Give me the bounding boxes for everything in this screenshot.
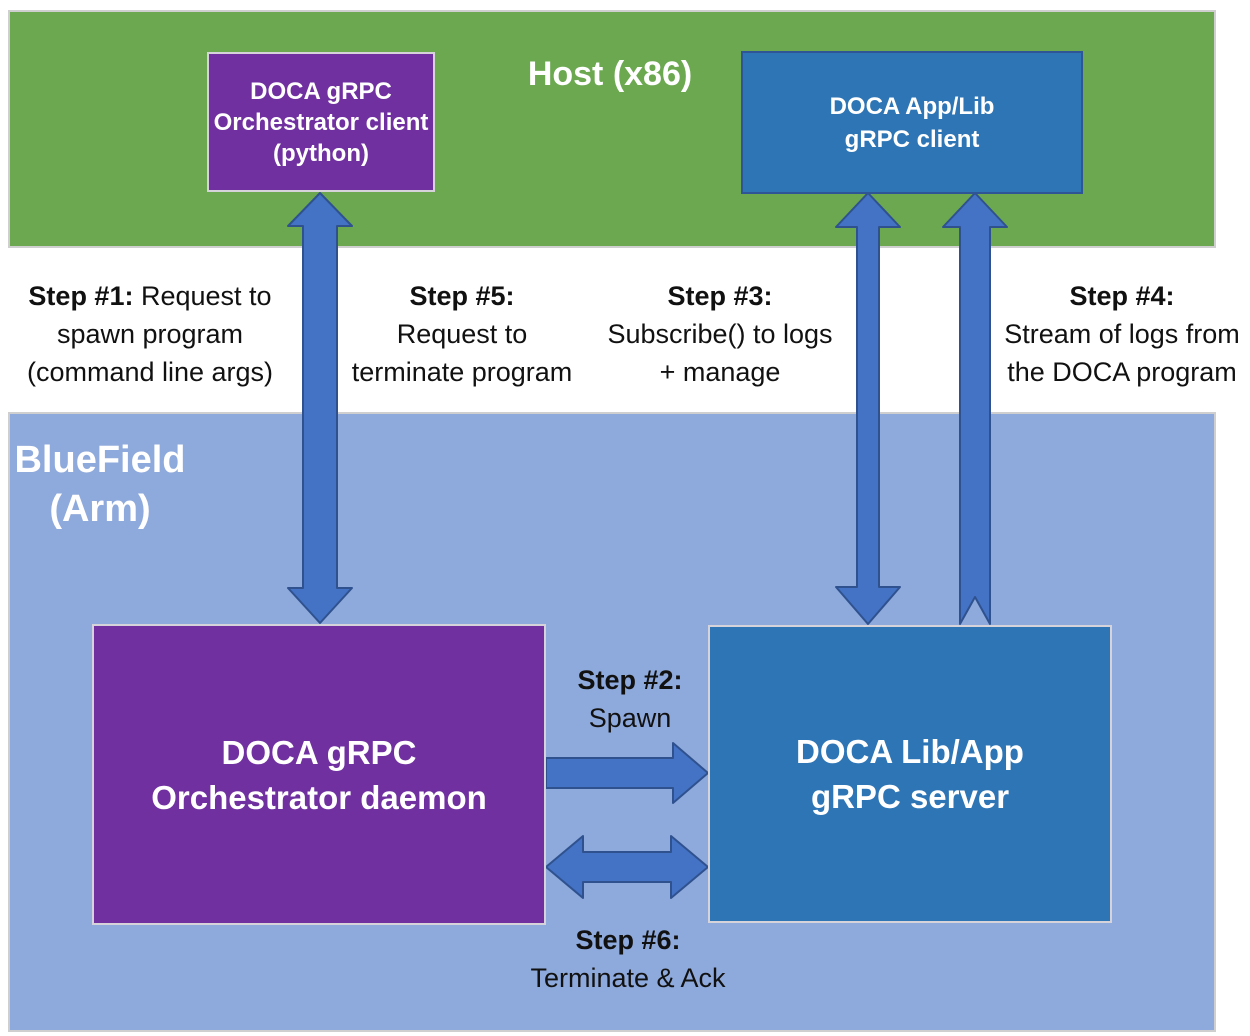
orchestrator-client-line3: (python)	[273, 139, 369, 167]
bluefield-title-line2: (Arm)	[49, 488, 151, 530]
step1-line3: (command line args)	[26, 357, 274, 387]
step4-line1: Step #4:	[1069, 281, 1175, 311]
step2-line2: Spawn	[588, 703, 672, 733]
orchestrator-client-line1: DOCA gRPC	[250, 77, 392, 105]
bluefield-zone-title: BlueField (Arm)	[12, 436, 188, 534]
orchestrator-daemon-box: DOCA gRPC Orchestrator daemon	[92, 624, 546, 925]
orchestrator-daemon-line2: Orchestrator daemon	[151, 778, 487, 816]
step2-label: Step #2: Spawn	[530, 661, 730, 737]
grpc-server-line1: DOCA Lib/App	[796, 733, 1024, 770]
step5-line3: terminate program	[351, 357, 573, 387]
grpc-server-box: DOCA Lib/App gRPC server	[708, 625, 1112, 923]
grpc-client-box: DOCA App/Lib gRPC client	[741, 51, 1083, 194]
step5-line2: Request to	[396, 319, 528, 349]
step4-line2: Stream of logs from	[1004, 319, 1240, 349]
step4-label: Step #4: Stream of logs from the DOCA pr…	[990, 277, 1250, 391]
step6-line1: Step #6:	[575, 925, 681, 955]
grpc-client-line2: gRPC client	[844, 125, 980, 153]
bluefield-title-line1: BlueField	[14, 439, 186, 481]
step4-line3: the DOCA program	[1007, 357, 1237, 387]
orchestrator-daemon-line1: DOCA gRPC	[221, 733, 417, 771]
step5-label: Step #5: Request to terminate program	[347, 277, 577, 391]
step2-line1: Step #2:	[577, 665, 683, 695]
step3-line1: Step #3:	[667, 281, 773, 311]
step3-label: Step #3: Subscribe() to logs + manage	[590, 277, 850, 391]
grpc-client-line1: DOCA App/Lib	[829, 92, 995, 120]
step5-line1: Step #5:	[409, 281, 515, 311]
orchestrator-client-box: DOCA gRPC Orchestrator client (python)	[207, 52, 435, 192]
step3-line2: Subscribe() to logs	[607, 319, 833, 349]
step6-line2: Terminate & Ack	[530, 963, 726, 993]
orchestrator-client-line2: Orchestrator client	[213, 108, 429, 136]
step6-label: Step #6: Terminate & Ack	[518, 921, 738, 997]
grpc-server-line2: gRPC server	[810, 778, 1010, 815]
step1-label: Step #1: Request to spawn program (comma…	[0, 277, 300, 391]
step3-line3: + manage	[659, 357, 781, 387]
step1-line1: Step #1: Request to	[28, 281, 272, 311]
step1-line2: spawn program	[56, 319, 244, 349]
host-zone-title: Host (x86)	[527, 55, 693, 93]
